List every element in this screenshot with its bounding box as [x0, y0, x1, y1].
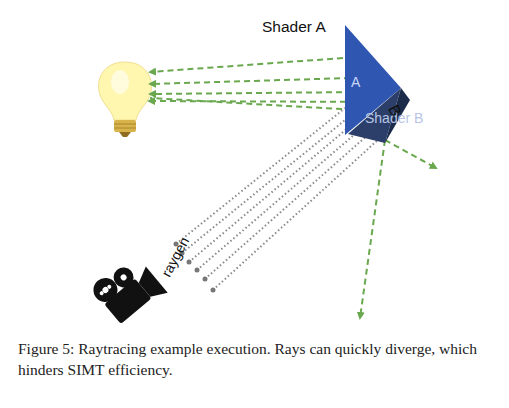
camera-rays [176, 108, 380, 290]
shader-name: Shader A [262, 18, 326, 36]
shader-face: Shader BB [340, 80, 415, 150]
secondary-rays [149, 58, 436, 318]
camera-icon [89, 251, 168, 330]
ray-label: raygen [158, 234, 192, 279]
light-bulb [99, 62, 152, 137]
caption-text: Figure 5: Raytracing example execution. … [18, 340, 477, 378]
face-letter: A [351, 74, 360, 90]
figure-caption: Figure 5: Raytracing example execution. … [18, 338, 496, 380]
